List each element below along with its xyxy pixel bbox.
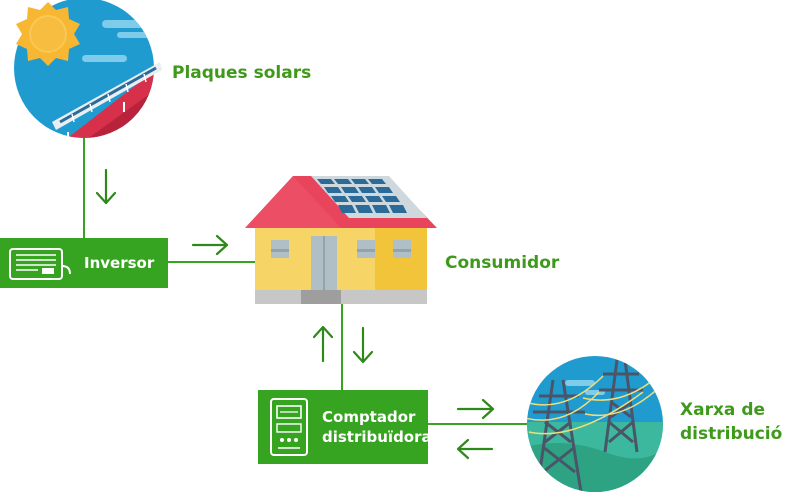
consumer-label: Consumidor xyxy=(445,253,560,273)
inverter-label: Inversor xyxy=(84,254,155,272)
solar-panel-icon xyxy=(52,62,162,142)
solar-panel-node xyxy=(14,0,162,142)
meter-label-line1: Comptador xyxy=(322,408,416,426)
grid-label-line2: distribució xyxy=(680,424,783,444)
grid-node xyxy=(527,356,663,492)
inverter-box: Inversor xyxy=(0,238,168,288)
sun-icon xyxy=(16,2,80,66)
meter-box: Comptador distribuïdora xyxy=(258,390,432,464)
inverter-icon xyxy=(9,248,71,280)
solar-label: Plaques solars xyxy=(172,63,312,83)
house-icon xyxy=(245,176,437,304)
grid-label-line1: Xarxa de xyxy=(680,400,766,420)
meter-icon xyxy=(270,398,308,456)
meter-label-line2: distribuïdora xyxy=(322,428,432,446)
roof-solar-panel-icon xyxy=(311,176,427,218)
